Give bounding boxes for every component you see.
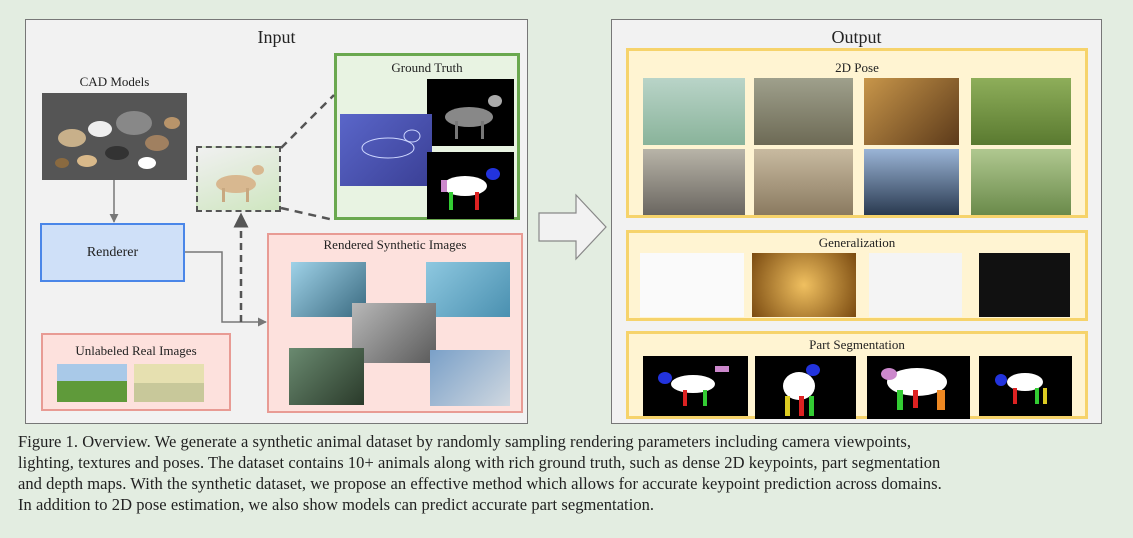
segmentation-image-1 bbox=[643, 356, 748, 416]
input-title: Input bbox=[257, 27, 296, 47]
unlabeled-real-images-box: Unlabeled Real Images bbox=[41, 333, 231, 411]
pose-image-5 bbox=[643, 149, 745, 215]
caption-line-3: and depth maps. With the synthetic datas… bbox=[18, 474, 942, 493]
pose-image-4 bbox=[971, 78, 1071, 145]
ground-truth-label: Ground Truth bbox=[391, 60, 463, 75]
synthetic-image-2 bbox=[426, 262, 510, 317]
generalization-label: Generalization bbox=[818, 235, 896, 250]
input-to-output-arrow bbox=[538, 193, 607, 261]
real-image-horse-field bbox=[57, 364, 127, 402]
part-segmentation-label: Part Segmentation bbox=[809, 337, 905, 352]
synthetic-image-4 bbox=[289, 348, 364, 405]
rendered-synthetic-images-box: Rendered Synthetic Images bbox=[267, 233, 523, 413]
pose-image-1 bbox=[643, 78, 745, 145]
renderer-label: Renderer bbox=[86, 244, 139, 260]
pose-2d-label: 2D Pose bbox=[835, 60, 879, 75]
real-image-rider bbox=[134, 364, 204, 402]
cad-models-image bbox=[42, 93, 187, 180]
segmentation-image-3 bbox=[867, 356, 970, 419]
pose-image-2 bbox=[754, 78, 853, 145]
sample-rendered-animal bbox=[196, 146, 281, 212]
generalization-image-2 bbox=[752, 253, 856, 317]
unlabeled-real-images-label: Unlabeled Real Images bbox=[75, 343, 197, 358]
pose-image-6 bbox=[754, 149, 853, 215]
keypoint-mesh-image bbox=[340, 114, 432, 186]
part-segmentation-gt-image bbox=[427, 152, 514, 219]
synthetic-image-3 bbox=[352, 303, 436, 363]
pose-image-7 bbox=[864, 149, 959, 215]
ground-truth-box: Ground Truth bbox=[334, 53, 520, 220]
pose-2d-box: 2D Pose bbox=[626, 48, 1088, 218]
depth-map-image bbox=[427, 79, 514, 146]
caption-line-4: In addition to 2D pose estimation, we al… bbox=[18, 495, 655, 514]
figure-caption: Figure 1. Overview. We generate a synthe… bbox=[18, 431, 1128, 515]
segmentation-image-4 bbox=[979, 356, 1072, 416]
part-segmentation-box: Part Segmentation bbox=[626, 331, 1088, 419]
segmentation-image-2 bbox=[755, 356, 856, 419]
generalization-image-3 bbox=[869, 253, 962, 317]
generalization-box: Generalization bbox=[626, 230, 1088, 321]
output-title: Output bbox=[831, 27, 882, 47]
generalization-image-1 bbox=[640, 253, 744, 317]
generalization-image-4 bbox=[979, 253, 1070, 317]
rendered-synthetic-images-label: Rendered Synthetic Images bbox=[323, 237, 467, 252]
input-connectors bbox=[109, 94, 335, 327]
renderer-box: Renderer bbox=[40, 223, 185, 282]
cad-models-label: CAD Models bbox=[79, 74, 150, 89]
pose-image-8 bbox=[971, 149, 1071, 215]
caption-line-2: lighting, textures and poses. The datase… bbox=[18, 453, 941, 472]
caption-line-1: Figure 1. Overview. We generate a synthe… bbox=[18, 432, 912, 451]
synthetic-image-5 bbox=[430, 350, 510, 406]
pose-image-3 bbox=[864, 78, 959, 145]
